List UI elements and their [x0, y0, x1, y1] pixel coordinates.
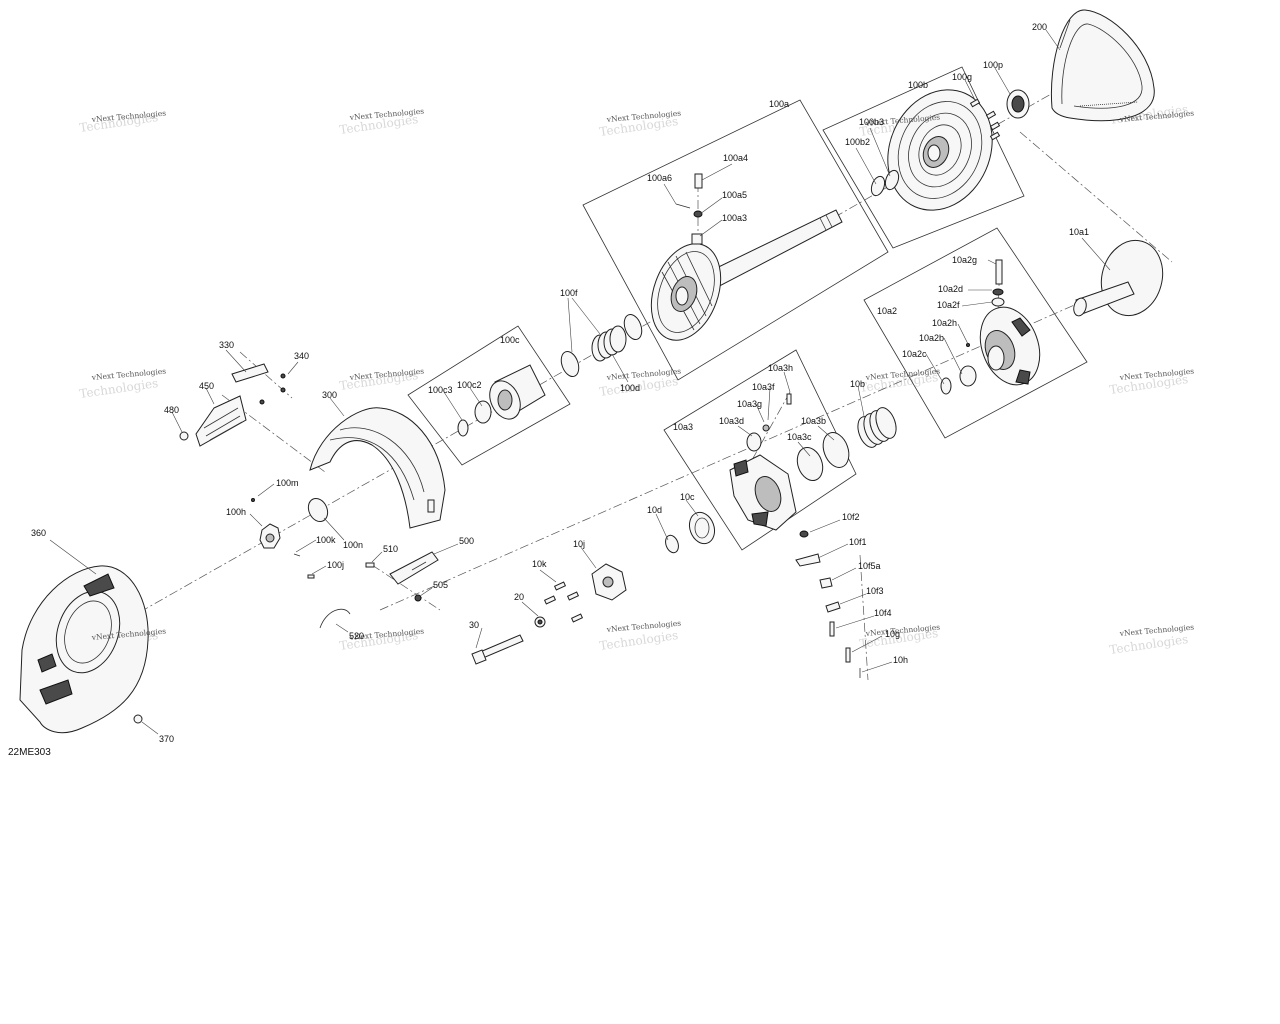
label-100p: 100p	[983, 60, 1003, 70]
label-10c: 10c	[680, 492, 695, 502]
part-10b-spring	[857, 407, 897, 448]
label-505: 505	[433, 580, 448, 590]
label-100m: 100m	[276, 478, 299, 488]
svg-text:Technologies: Technologies	[78, 376, 159, 401]
label-100k: 100k	[316, 535, 336, 545]
label-10a2d: 10a2d	[938, 284, 963, 294]
part-10f-10g-10h-rollers	[795, 530, 861, 678]
part-480-fastener	[179, 431, 189, 441]
part-10a3-spider	[729, 393, 850, 531]
box-100c	[407, 325, 571, 466]
label-10g: 10g	[885, 629, 900, 639]
part-360-housing	[19, 565, 149, 734]
label-10j: 10j	[573, 539, 585, 549]
part-10a2-movable-sheave	[940, 259, 1041, 395]
label-10f4: 10f4	[874, 608, 892, 618]
part-30-bolt	[471, 634, 524, 665]
label-100c: 100c	[500, 335, 520, 345]
part-100c-spider	[457, 364, 546, 437]
label-10a3c: 10a3c	[787, 432, 812, 442]
label-480: 480	[164, 405, 179, 415]
label-10a1: 10a1	[1069, 227, 1089, 237]
label-10h: 10h	[893, 655, 908, 665]
part-500-505-510-520	[319, 551, 439, 629]
label-10a2: 10a2	[877, 306, 897, 316]
label-100a5: 100a5	[722, 190, 747, 200]
label-10a3h: 10a3h	[768, 363, 793, 373]
label-10a2h: 10a2h	[932, 318, 957, 328]
label-100a3: 100a3	[722, 213, 747, 223]
label-10b: 10b	[850, 379, 865, 389]
label-100b: 100b	[908, 80, 928, 90]
label-10a3g: 10a3g	[737, 399, 762, 409]
part-340-screws	[259, 373, 286, 405]
part-300-belt-guard	[309, 407, 446, 529]
label-10f5a: 10f5a	[858, 561, 881, 571]
label-20: 20	[514, 592, 524, 602]
label-10a2c: 10a2c	[902, 349, 927, 359]
part-330-bracket	[231, 363, 269, 383]
label-510: 510	[383, 544, 398, 554]
part-100p-bearing	[1006, 89, 1030, 119]
leader-lines	[49, 29, 1111, 735]
label-100f: 100f	[560, 288, 578, 298]
box-10a3	[663, 349, 857, 551]
box-10a2	[863, 227, 1088, 439]
label-100a4: 100a4	[723, 153, 748, 163]
part-100b2-100b3-rings	[870, 169, 900, 197]
part-100g-screws	[969, 98, 1001, 141]
label-10a2f: 10a2f	[937, 300, 960, 310]
label-100b2: 100b2	[845, 137, 870, 147]
label-10a3b: 10a3b	[801, 416, 826, 426]
label-100c2: 100c2	[457, 380, 482, 390]
label-100d: 100d	[620, 383, 640, 393]
label-10a2b: 10a2b	[919, 333, 944, 343]
label-520: 520	[349, 631, 364, 641]
label-100b3: 100b3	[859, 117, 884, 127]
part-10k-screws	[543, 581, 584, 623]
label-100a: 100a	[769, 99, 789, 109]
label-300: 300	[322, 390, 337, 400]
label-10f1: 10f1	[849, 537, 867, 547]
part-200-drive-belt	[1050, 9, 1155, 122]
label-10k: 10k	[532, 559, 547, 569]
label-200: 200	[1032, 22, 1047, 32]
box-100a	[582, 99, 889, 381]
label-100j: 100j	[327, 560, 344, 570]
part-450-grille	[195, 395, 247, 447]
part-labels: 200 100g 100p 100b 100a 100b3 100b2 100a…	[31, 22, 1089, 744]
part-100b-sheave	[887, 89, 993, 211]
part-100f-100d-spring	[560, 313, 643, 378]
label-100h: 100h	[226, 507, 246, 517]
label-330: 330	[219, 340, 234, 350]
label-10a3d: 10a3d	[719, 416, 744, 426]
label-370: 370	[159, 734, 174, 744]
diagram-code: 22ME303	[8, 747, 51, 758]
label-500: 500	[459, 536, 474, 546]
label-10f2: 10f2	[842, 512, 860, 522]
label-10a2g: 10a2g	[952, 255, 977, 265]
part-10c-10d	[665, 511, 716, 554]
label-100n: 100n	[343, 540, 363, 550]
label-30: 30	[469, 620, 479, 630]
label-10f3: 10f3	[866, 586, 884, 596]
part-100h-100m-100n	[251, 497, 329, 579]
label-10d: 10d	[647, 505, 662, 515]
part-20-washer	[534, 616, 546, 628]
box-100b	[822, 66, 1025, 249]
label-450: 450	[199, 381, 214, 391]
label-100g: 100g	[952, 72, 972, 82]
label-100c3: 100c3	[428, 385, 453, 395]
part-10a1-fixed-sheave	[1073, 239, 1164, 317]
label-10a3f: 10a3f	[752, 382, 775, 392]
part-10j-flange	[591, 563, 627, 601]
label-340: 340	[294, 351, 309, 361]
part-100a3-100a6-small	[675, 173, 703, 245]
label-100a6: 100a6	[647, 173, 672, 183]
group-boxes	[407, 66, 1088, 551]
part-100a-shaft-sheave	[650, 209, 843, 341]
label-10a3: 10a3	[673, 422, 693, 432]
label-360: 360	[31, 528, 46, 538]
